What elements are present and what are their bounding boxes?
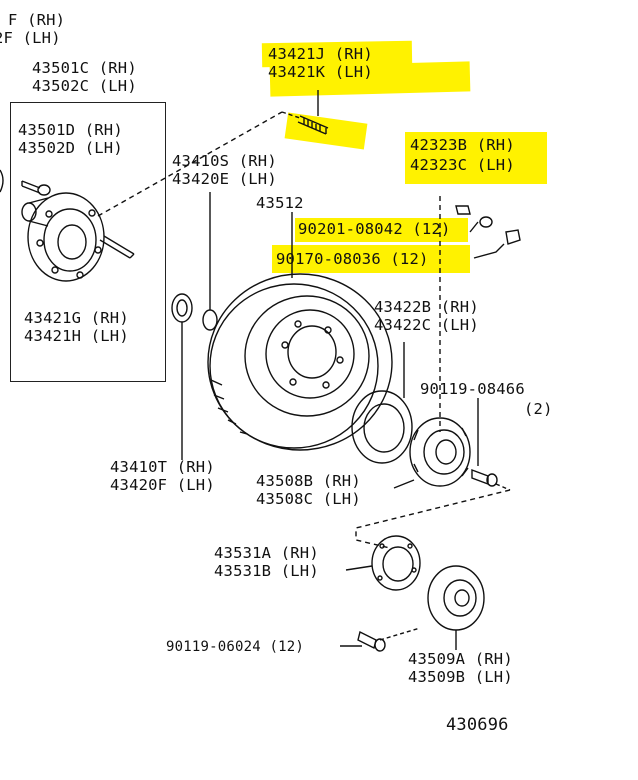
label-43422b[interactable]: 43422B (RH)	[374, 298, 479, 316]
lock-nut-icon	[505, 229, 521, 245]
cover-gasket-icon	[371, 535, 421, 591]
hub-group-box	[10, 102, 166, 382]
partial-part-left-edge	[0, 169, 4, 193]
label-43501d[interactable]: 43501D (RH)	[18, 121, 123, 139]
highlight-42323b	[405, 132, 547, 158]
washer-icon	[479, 216, 493, 228]
label-42323c[interactable]: 42323C (LH)	[410, 156, 515, 174]
label-43410t[interactable]: 43410T (RH)	[110, 458, 215, 476]
label-42323b[interactable]: 42323B (RH)	[410, 136, 515, 154]
flange-bolt-icon	[471, 468, 498, 487]
hub-body-icon	[409, 417, 471, 487]
label-43509b[interactable]: 43509B (LH)	[408, 668, 513, 686]
label-43531a[interactable]: 43531A (RH)	[214, 544, 319, 562]
label-90201[interactable]: 90201-08042 (12)	[298, 220, 451, 238]
gasket-ring-icon	[351, 390, 413, 464]
label-43502d[interactable]: 43502D (LH)	[18, 139, 123, 157]
label-90170[interactable]: 90170-08036 (12)	[276, 250, 429, 268]
oil-seal-icon	[171, 293, 193, 323]
hub-cover-icon	[427, 565, 485, 631]
label-43512[interactable]: 43512	[256, 194, 304, 212]
label-43509a[interactable]: 43509A (RH)	[408, 650, 513, 668]
diagram-number: 430696	[446, 715, 509, 735]
hub-bolt-icon	[21, 180, 51, 196]
cover-bolt-icon	[357, 630, 386, 652]
brake-rotor-icon	[207, 273, 393, 451]
label-43422c[interactable]: 43422C (LH)	[374, 316, 479, 334]
label-43502c[interactable]: 43502C (LH)	[32, 77, 137, 95]
label-top-left-rh: F (RH)	[8, 11, 66, 29]
label-43501c[interactable]: 43501C (RH)	[32, 59, 137, 77]
stud-bolt-icon	[297, 115, 329, 135]
highlight-42323c	[405, 156, 547, 184]
label-90119-06024[interactable]: 90119-06024 (12)	[166, 639, 305, 655]
hub-nut-icon	[455, 205, 471, 215]
label-43410s[interactable]: 43410S (RH)	[172, 152, 277, 170]
label-43421g[interactable]: 43421G (RH)	[24, 309, 129, 327]
label-43508c[interactable]: 43508C (LH)	[256, 490, 361, 508]
label-top-left-lh: 2F (LH)	[0, 29, 61, 47]
label-43420e[interactable]: 43420E (LH)	[172, 170, 277, 188]
label-43531b[interactable]: 43531B (LH)	[214, 562, 319, 580]
label-43421j[interactable]: 43421J (RH)	[268, 45, 373, 63]
label-90119-08466-qty: (2)	[524, 400, 553, 418]
label-43420f[interactable]: 43420F (LH)	[110, 476, 215, 494]
label-43421k[interactable]: 43421K (LH)	[268, 63, 373, 81]
label-90119-08466[interactable]: 90119-08466	[420, 380, 525, 398]
label-43421h[interactable]: 43421H (LH)	[24, 327, 129, 345]
label-43508b[interactable]: 43508B (RH)	[256, 472, 361, 490]
highlight-90201	[295, 218, 468, 242]
highlight-90170	[272, 245, 470, 273]
hub-assembly-icon	[21, 192, 135, 282]
